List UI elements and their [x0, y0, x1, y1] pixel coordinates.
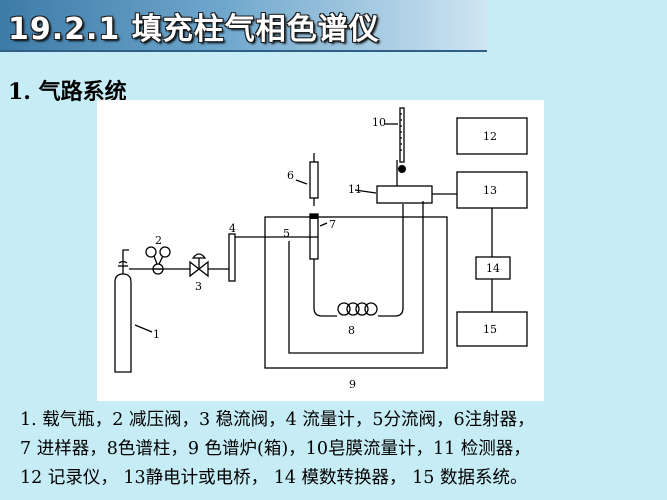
- syringe: [309, 161, 319, 199]
- label-7: 7: [329, 218, 336, 231]
- detector: [376, 185, 433, 204]
- adc-box: [475, 256, 511, 280]
- oven-outer: [264, 216, 448, 369]
- gas-path-diagram: 1 2 3 4 5 6 7 8 9 10 11 12 13 14 15: [97, 100, 544, 401]
- data-system-box: [456, 311, 528, 347]
- column-right-run: [378, 204, 404, 317]
- gas-cylinder: [114, 273, 132, 373]
- label-13: 13: [483, 184, 497, 197]
- label-10: 10: [372, 116, 386, 129]
- gauge-left: [145, 246, 157, 258]
- septum: [310, 214, 318, 219]
- label-2: 2: [155, 234, 162, 247]
- caption-line-3: 12 记录仪， 13静电计或电桥， 14 模数转换器， 15 数据系统。: [20, 468, 528, 488]
- label-14: 14: [486, 262, 500, 275]
- label-6: 6: [287, 169, 294, 182]
- caption-line-2: 7 进样器，8色谱柱，9 色谱炉(箱)，10皂膜流量计，11 检测器，: [20, 439, 531, 459]
- label-8: 8: [348, 324, 355, 337]
- label-15: 15: [483, 323, 497, 336]
- gas-path-schematic: 1 2 3 4 5 6 7 8 9 10 11 12 13 14 15: [114, 107, 528, 391]
- label-5: 5: [283, 227, 290, 240]
- flowmeter-bulb: [398, 165, 406, 173]
- caption-line-1: 1. 载气瓶，2 减压阀，3 稳流阀，4 流量计，5分流阀，6注射器，: [20, 410, 535, 430]
- slide-title: 19.2.1 填充柱气相色谱仪: [8, 12, 380, 47]
- label-3: 3: [195, 280, 202, 293]
- label-11: 11: [348, 183, 362, 196]
- legend-caption: 1. 载气瓶，2 减压阀，3 稳流阀，4 流量计，5分流阀，6注射器， 7 进样…: [20, 406, 660, 493]
- oven-inner-path: [288, 201, 424, 354]
- label-4: 4: [229, 222, 236, 235]
- label-9: 9: [349, 378, 356, 391]
- title-bar: 19.2.1 填充柱气相色谱仪: [0, 0, 487, 52]
- recorder-box: [456, 117, 528, 155]
- flow-stabilizer-valve: [189, 260, 209, 278]
- pressure-regulator: [152, 263, 164, 275]
- soap-film-flowmeter: [399, 107, 405, 163]
- flow-meter: [228, 233, 236, 282]
- label-12: 12: [483, 130, 497, 143]
- column-left-run: [313, 259, 337, 317]
- label-1: 1: [153, 328, 160, 341]
- gauge-right: [159, 246, 171, 258]
